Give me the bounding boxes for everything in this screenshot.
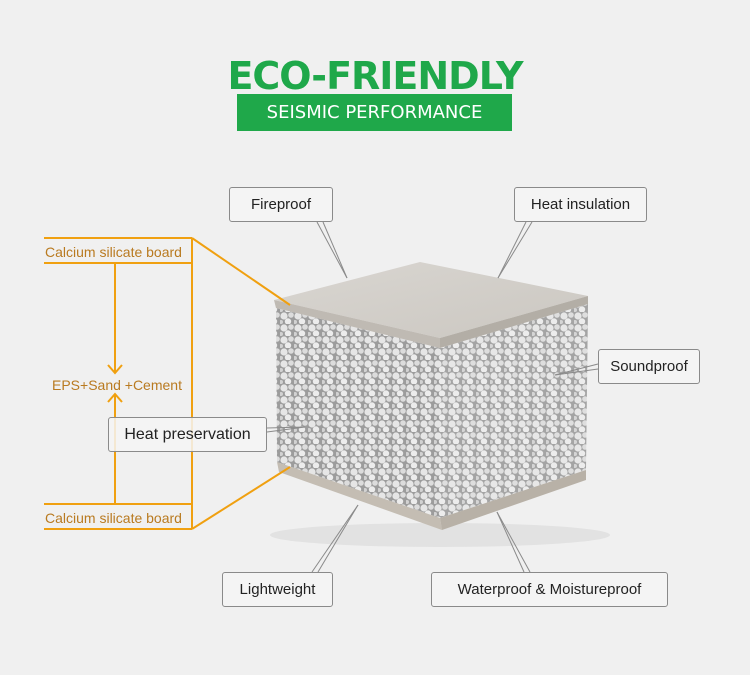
top-board-right-edge <box>440 296 588 348</box>
core-right-face <box>440 304 588 518</box>
callout-heat-preservation: Heat preservation <box>108 417 267 452</box>
layer-label-top-board: Calcium silicate board <box>45 244 182 260</box>
layer-label-core: EPS+Sand +Cement <box>52 377 182 393</box>
callout-waterproof: Waterproof & Moistureproof <box>431 572 668 607</box>
bottom-board-left <box>277 462 442 530</box>
callout-soundproof: Soundproof <box>598 349 700 384</box>
callout-heat-insulation: Heat insulation <box>514 187 647 222</box>
bottom-board-right <box>440 470 586 530</box>
callout-lightweight: Lightweight <box>222 572 333 607</box>
top-board-face <box>274 262 588 338</box>
layer-label-bottom-board: Calcium silicate board <box>45 510 182 526</box>
page-title: ECO-FRIENDLY <box>227 54 523 98</box>
subtitle-banner: SEISMIC PERFORMANCE <box>237 94 512 131</box>
top-board-left-edge <box>274 300 440 348</box>
layer-bracket <box>44 237 291 530</box>
core-left-face <box>276 308 440 518</box>
callout-fireproof: Fireproof <box>229 187 333 222</box>
shadow <box>270 523 610 547</box>
callout-pointers <box>266 221 599 573</box>
